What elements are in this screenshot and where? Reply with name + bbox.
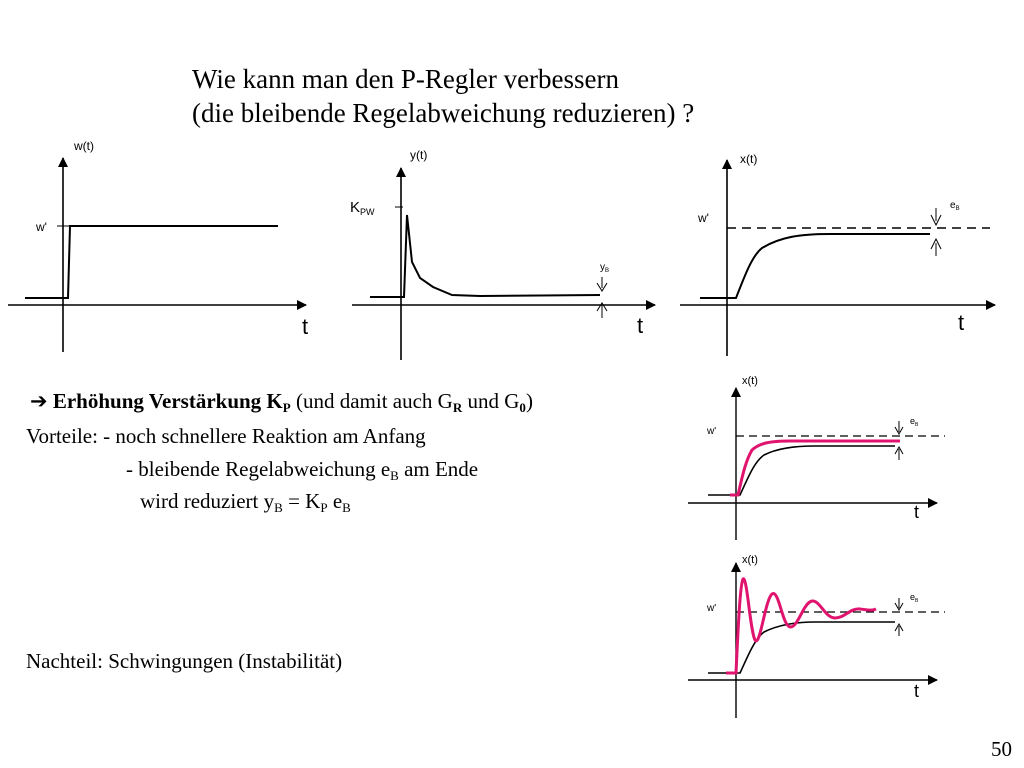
error-arrow-top <box>930 208 942 227</box>
error-arrow-bottom <box>894 445 904 460</box>
error-arrow-top <box>894 598 904 612</box>
peak-label: KPW <box>350 199 375 217</box>
controller-output-diagram: y(t) KPW yB t <box>350 148 656 360</box>
error-label: eB <box>950 200 960 212</box>
title-line-2: (die bleibende Regelabweichung reduziere… <box>192 98 695 128</box>
slide-title: Wie kann man den P-Regler verbessern (di… <box>192 62 892 130</box>
t-label: t <box>958 310 964 335</box>
y-axis-label: x(t) <box>742 375 758 387</box>
offset-label: yB <box>600 262 609 274</box>
y-axis-label: w(t) <box>73 139 94 153</box>
page-number: 50 <box>991 737 1012 761</box>
advantages-line-3: wird reduziert yB = KP eB <box>140 489 351 515</box>
t-label: t <box>914 502 919 522</box>
improvement-text: Erhöhung Verstärkung KP <box>52 389 291 415</box>
offset-arrow-bottom <box>596 302 608 318</box>
response-curve <box>708 621 895 674</box>
advantages-line-2: - bleibende Regelabweichung eB am Ende <box>126 457 479 483</box>
t-label: t <box>914 681 919 701</box>
error-label: eB <box>910 416 919 428</box>
response-curve <box>708 445 895 496</box>
t-label: t <box>302 314 308 339</box>
level-label: w' <box>706 603 716 614</box>
higher-gain-diagram: x(t) w' eB t <box>688 375 945 540</box>
title-line-1: Wie kann man den P-Regler verbessern <box>192 64 620 94</box>
offset-arrow-top <box>596 277 608 292</box>
process-output-diagram: x(t) w' eB t <box>680 152 996 356</box>
faster-response-curve <box>730 439 900 497</box>
arrow-icon: ➔ <box>30 389 48 413</box>
improvement-paren: (und damit auch GR und G0) <box>295 389 533 415</box>
y-axis-label: y(t) <box>410 148 427 162</box>
error-arrow-top <box>894 421 904 436</box>
y-axis-label: x(t) <box>742 554 758 566</box>
oscillation-diagram: x(t) w' eB t <box>688 554 945 718</box>
level-label: w' <box>35 220 47 234</box>
level-label: w' <box>706 426 716 437</box>
improvement-statement: ➔ Erhöhung Verstärkung KP (und damit auc… <box>30 388 533 414</box>
error-arrow-bottom <box>930 237 942 256</box>
error-label: eB <box>910 592 919 604</box>
setpoint-step-diagram: w(t) w' t <box>8 139 308 352</box>
response-curve <box>700 233 930 299</box>
oscillating-response-curve <box>726 577 877 675</box>
disadvantage-text: Nachteil: Schwingungen (Instabilität) <box>26 649 343 673</box>
output-curve <box>370 214 601 298</box>
level-label: w' <box>697 211 709 225</box>
t-label: t <box>637 313 643 338</box>
advantages-line-1: Vorteile: - noch schnellere Reaktion am … <box>26 424 426 448</box>
y-axis-label: x(t) <box>740 152 757 166</box>
step-curve <box>25 225 278 299</box>
error-arrow-bottom <box>894 622 904 636</box>
